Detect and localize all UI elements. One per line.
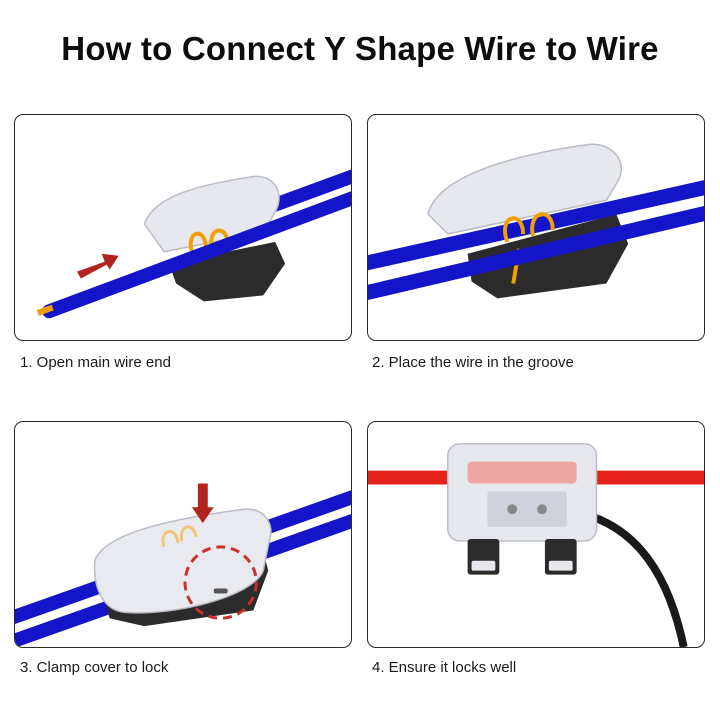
- step-4-caption: 4. Ensure it locks well: [372, 659, 517, 676]
- step-2-illustration: [367, 114, 705, 341]
- step-1-caption: 1. Open main wire end: [20, 354, 171, 371]
- step-2-caption: 2. Place the wire in the groove: [372, 354, 574, 371]
- step-3-illustration: [14, 421, 352, 648]
- step-4-illustration: [367, 421, 705, 648]
- step-1-illustration: [14, 114, 352, 341]
- page-title: How to Connect Y Shape Wire to Wire: [61, 30, 659, 67]
- step-3-caption: 3. Clamp cover to lock: [20, 659, 169, 676]
